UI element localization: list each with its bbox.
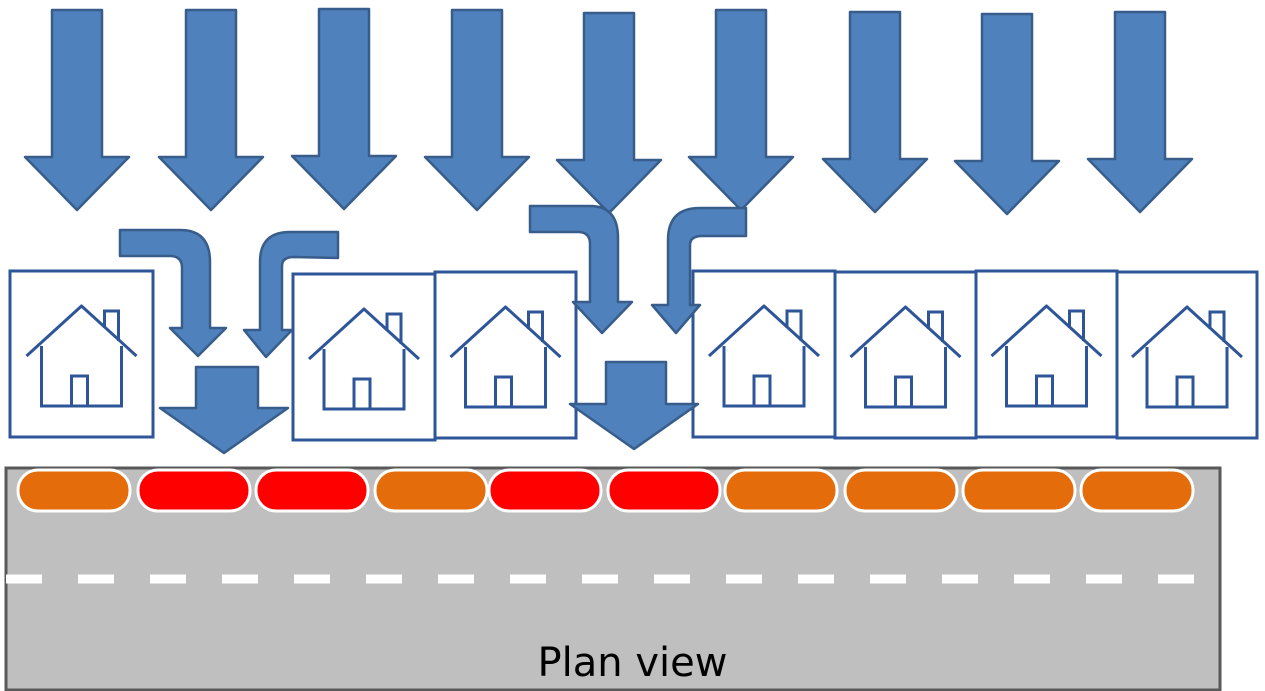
parking-space [843,468,959,513]
parking-space [1079,468,1195,513]
runoff-curved-arrow [650,206,748,335]
parking-spaces [16,468,1195,513]
house-lot [291,272,437,442]
caption: Plan view [537,640,728,686]
house-lot [974,269,1119,439]
house-lot [8,269,155,439]
drain-arrow [158,365,290,455]
house-lot [691,269,837,439]
runoff-curved-arrow [242,230,340,359]
parking-space-congested [606,468,722,513]
rainfall-arrow [423,8,531,212]
parking-space [16,468,132,513]
house-lot [833,270,978,440]
runoff-curved-arrow [528,204,634,335]
house-lot [433,270,578,440]
rainfall-arrow [555,11,663,215]
house-lot [1115,270,1259,440]
rainfall-arrow [687,8,795,212]
parking-space [961,468,1077,513]
parking-space-congested [254,468,370,513]
rainfall-arrow [23,8,131,212]
parking-space [373,468,489,513]
runoff-arrows [118,204,748,455]
drain-arrow [568,360,700,451]
parking-space-congested [487,468,603,513]
rainfall-arrow [953,12,1061,216]
rainfall-arrow [290,7,398,211]
rainfall-arrow [157,8,265,212]
parking-space [723,468,839,513]
rainfall-arrow [821,10,929,214]
rainfall-arrows [23,7,1194,216]
rainfall-arrow [1086,10,1194,214]
runoff-curved-arrow [118,228,228,358]
parking-space-congested [136,468,252,513]
houses [8,269,1259,442]
